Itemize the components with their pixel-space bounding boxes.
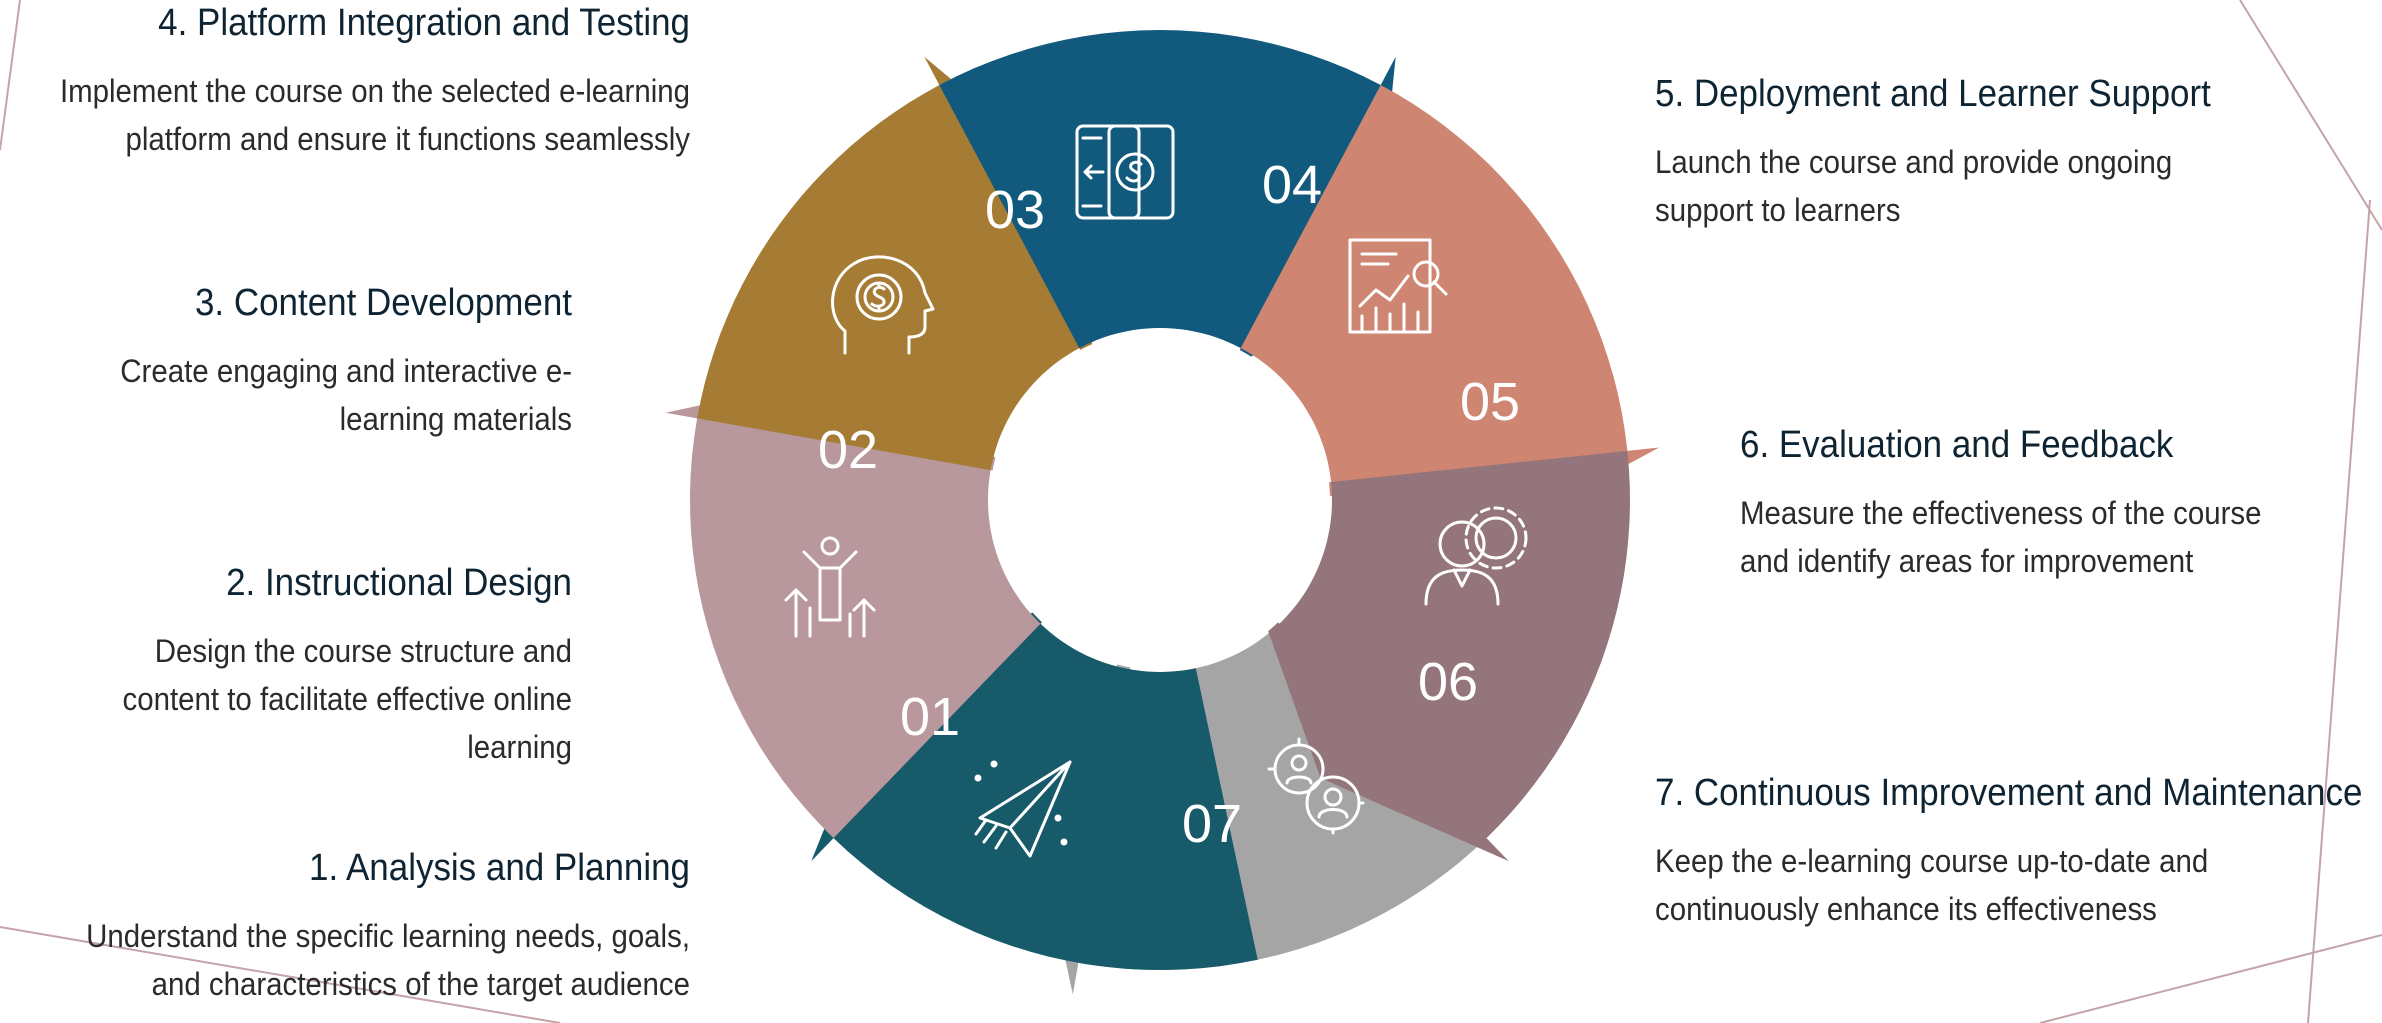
step-7-title: 7. Continuous Improvement and Maintenanc… (1655, 772, 2363, 814)
step-3-title: 3. Content Development (194, 282, 573, 324)
cycle-segment-step-6 (1257, 450, 1630, 862)
step-5-number: 05 (1460, 372, 1520, 432)
step-2-title: 2. Instructional Design (226, 562, 572, 604)
step-1-number: 01 (900, 687, 960, 747)
step-4-title: 4. Platform Integration and Testing (158, 2, 690, 44)
step-6-text: 6. Evaluation and Feedback Measure the e… (1740, 424, 2340, 585)
step-4-number: 04 (1262, 155, 1322, 215)
head-dollar-icon (831, 255, 935, 355)
center-hole (990, 330, 1330, 670)
step-3-number: 03 (985, 180, 1045, 240)
growth-person-arrows-icon (784, 536, 876, 638)
mobile-payment-icon (1075, 124, 1175, 220)
step-6-description: Measure the effectiveness of the course … (1740, 495, 2262, 579)
cycle-segment-step-5 (1240, 85, 1660, 545)
step-1-title: 1. Analysis and Planning (309, 847, 690, 889)
person-gear-icon (1424, 506, 1528, 606)
step-3-description: Create engaging and interactive e-learni… (120, 353, 572, 437)
step-7-number: 07 (1182, 794, 1242, 854)
step-1-description: Understand the specific learning needs, … (86, 918, 691, 1002)
step-7-description: Keep the e-learning course up-to-date an… (1655, 843, 2209, 927)
step-6-number: 06 (1418, 652, 1478, 712)
step-6-title: 6. Evaluation and Feedback (1740, 424, 2174, 466)
paper-plane-icon (974, 760, 1072, 858)
step-5-text: 5. Deployment and Learner Support Launch… (1655, 73, 2255, 234)
step-2-description: Design the course structure and content … (122, 633, 572, 765)
cycle-segment-step-2 (665, 369, 1041, 839)
step-4-description: Implement the course on the selected e-l… (59, 73, 691, 157)
report-magnifier-icon (1348, 238, 1448, 334)
target-people-icon (1267, 737, 1365, 835)
step-3-text: 3. Content Development Create engaging a… (12, 282, 572, 443)
step-2-number: 02 (818, 420, 878, 480)
step-7-text: 7. Continuous Improvement and Maintenanc… (1655, 772, 2363, 933)
step-1-text: 1. Analysis and Planning Understand the … (0, 847, 690, 1008)
step-5-title: 5. Deployment and Learner Support (1655, 73, 2211, 115)
step-4-text: 4. Platform Integration and Testing Impl… (0, 2, 690, 163)
step-5-description: Launch the course and provide ongoing su… (1655, 144, 2173, 228)
step-2-text: 2. Instructional Design Design the cours… (12, 562, 572, 771)
